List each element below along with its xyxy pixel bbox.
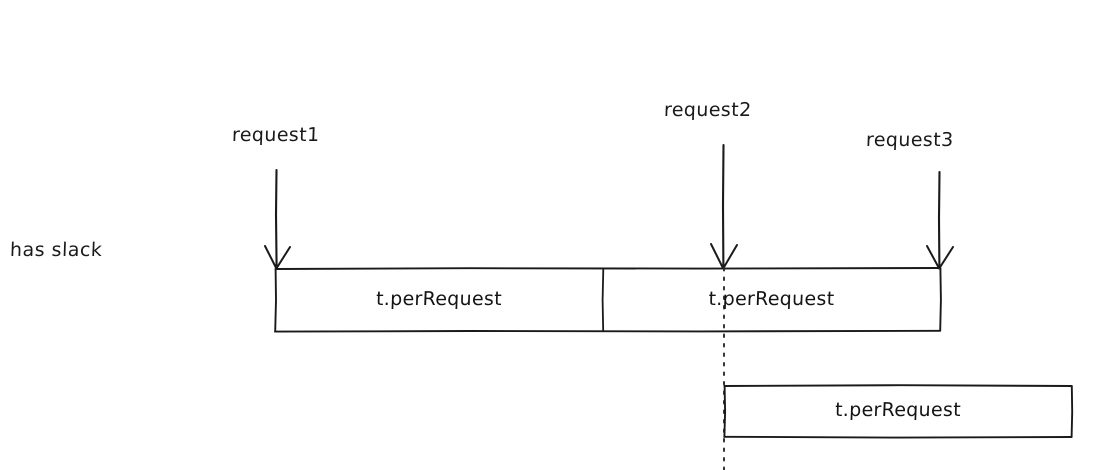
arrow-request2 <box>710 143 738 270</box>
bar-label-overflow: t.perRequest <box>834 399 962 421</box>
arrow-request1 <box>264 168 291 270</box>
arrow-request3 <box>926 170 954 270</box>
top-bar-outline <box>274 267 942 333</box>
has-slack-label: has slack <box>9 239 103 261</box>
bar-label-top-segment-1: t.perRequest <box>375 288 503 310</box>
overflow-bar-outline <box>723 384 1074 439</box>
arrow-label-request3: request3 <box>865 129 954 151</box>
arrow-label-request1: request1 <box>231 124 320 146</box>
arrow-label-request2: request2 <box>663 99 752 121</box>
bar-label-top-segment-2: t.perRequest <box>708 288 835 310</box>
